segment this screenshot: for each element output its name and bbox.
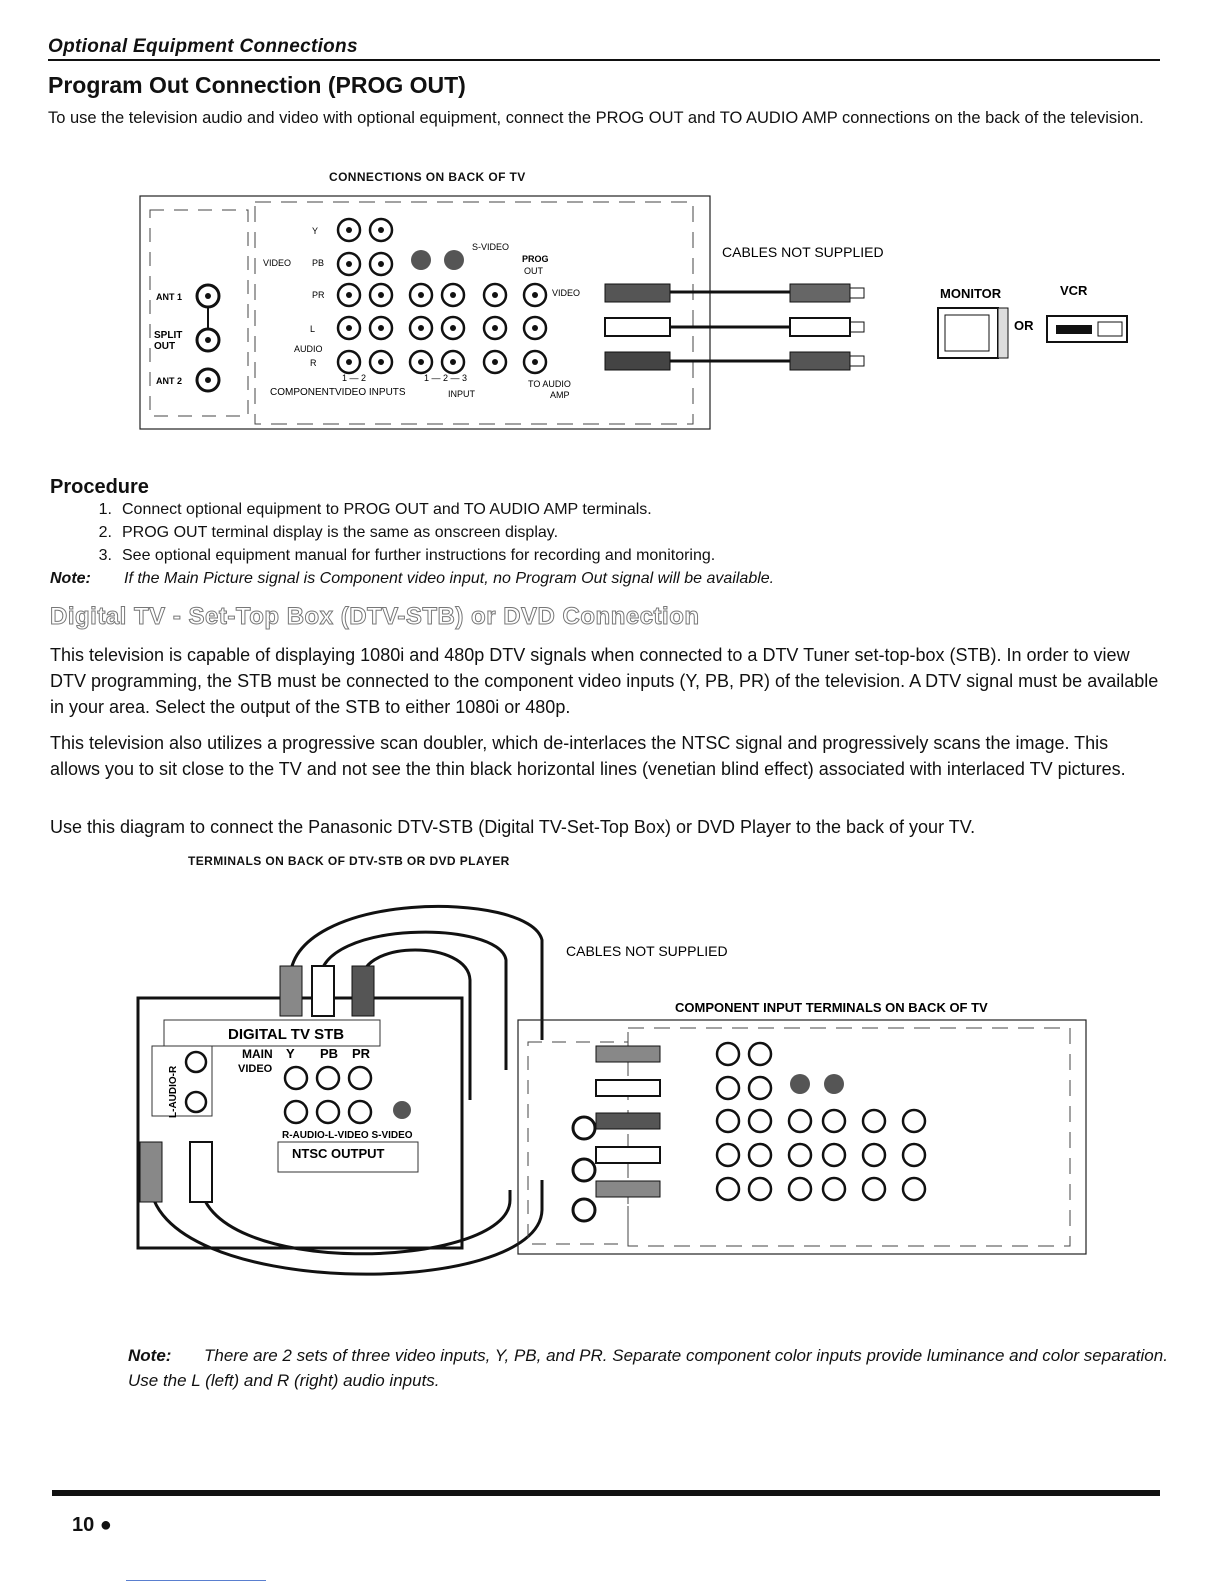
svg-text:PR: PR [352, 1046, 371, 1061]
tv-back-connections-diagram: ANT 1 SPLIT OUT ANT 2 Y VIDEO PB PR L AU… [139, 195, 1128, 430]
svg-text:VIDEO: VIDEO [263, 258, 291, 268]
monitor-label: MONITOR [940, 286, 1002, 301]
svg-text:OUT: OUT [524, 266, 544, 276]
stb-cables [148, 905, 544, 1276]
procedure-note: Note:If the Main Picture signal is Compo… [50, 570, 775, 587]
component-note: Note:There are 2 sets of three video inp… [128, 1346, 1168, 1390]
svg-text:AUDIO: AUDIO [294, 344, 323, 354]
svg-text:PROG: PROG [522, 254, 549, 264]
dtv-para-3: Use this diagram to connect the Panasoni… [50, 817, 976, 837]
procedure-title: Procedure [50, 476, 149, 498]
prog-out-title: Program Out Connection (PROG OUT) [48, 72, 466, 98]
svg-text:OR: OR [1014, 318, 1034, 333]
cables-not-supplied-1: CABLES NOT SUPPLIED [722, 244, 884, 260]
page-number: 10 ● [72, 1514, 112, 1536]
tv-input-plugs [595, 1045, 661, 1198]
svg-text:Y: Y [286, 1046, 295, 1061]
vcr-icon [1046, 315, 1128, 343]
svg-text:MAIN: MAIN [242, 1047, 273, 1061]
svg-text:Y: Y [312, 226, 318, 236]
ant1-label: ANT 1 [156, 292, 182, 302]
svg-text:VIDEO: VIDEO [552, 288, 580, 298]
rca-cables [604, 283, 865, 371]
svg-text:TO AUDIO: TO AUDIO [528, 379, 571, 389]
component-caption: COMPONENT INPUT TERMINALS ON BACK OF TV [675, 1000, 988, 1015]
svg-text:PB: PB [312, 258, 324, 268]
svg-text:1 — 2 — 3: 1 — 2 — 3 [424, 373, 467, 383]
svg-text:COMPONENTVIDEO INPUTS: COMPONENTVIDEO INPUTS [270, 387, 406, 398]
stb-title: DIGITAL TV STB [228, 1026, 344, 1043]
list-item: 2.PROG OUT terminal display is the same … [98, 524, 559, 541]
svg-text:SPLIT: SPLIT [154, 330, 182, 341]
list-item: 3.See optional equipment manual for furt… [98, 547, 716, 564]
vcr-label: VCR [1060, 283, 1088, 298]
svg-text:AMP: AMP [550, 390, 570, 400]
monitor-icon [937, 307, 1009, 359]
footer-link-line [126, 1580, 266, 1581]
stb-connection-diagram: DIGITAL TV STB L-AUDIO-R MAIN VIDEO Y PB… [136, 905, 1087, 1276]
svg-text:L-AUDIO-R: L-AUDIO-R [168, 1065, 179, 1118]
procedure-steps: 1.Connect optional equipment to PROG OUT… [50, 498, 716, 567]
svg-text:S-VIDEO: S-VIDEO [472, 242, 509, 252]
cables-not-supplied-2: CABLES NOT SUPPLIED [566, 943, 728, 959]
svg-text:ANT 2: ANT 2 [156, 376, 182, 386]
ant2-jack [195, 367, 221, 393]
svg-text:R-AUDIO-L-VIDEO S-VIDEO: R-AUDIO-L-VIDEO S-VIDEO [282, 1130, 413, 1141]
svg-text:R: R [310, 358, 317, 368]
dtv-para-2: This television also utilizes a progress… [50, 733, 1126, 779]
footer-rule [52, 1490, 1160, 1496]
svg-text:VIDEO: VIDEO [238, 1063, 273, 1075]
svg-text:INPUT: INPUT [448, 389, 476, 399]
diagram2-caption: TERMINALS ON BACK OF DTV-STB OR DVD PLAY… [188, 854, 510, 868]
ant1-jack [195, 283, 221, 309]
svg-text:NTSC OUTPUT: NTSC OUTPUT [292, 1146, 385, 1161]
section-header: Optional Equipment Connections [48, 36, 1160, 61]
svg-text:PR: PR [312, 290, 325, 300]
svg-text:1 — 2: 1 — 2 [342, 373, 366, 383]
dtv-para-1: This television is capable of displaying… [50, 645, 1159, 717]
component-jacks [336, 217, 548, 375]
svg-text:OUT: OUT [154, 341, 175, 352]
list-item: 1.Connect optional equipment to PROG OUT… [98, 501, 652, 518]
split-out-jack [195, 327, 221, 353]
svg-text:L: L [310, 324, 315, 334]
svg-text:PB: PB [320, 1046, 338, 1061]
dtv-title: Digital TV - Set-Top Box (DTV-STB) or DV… [50, 603, 700, 631]
prog-out-intro: To use the television audio and video wi… [48, 109, 1144, 127]
diagram1-caption: CONNECTIONS ON BACK OF TV [329, 170, 526, 184]
rca-plugs [139, 965, 375, 1203]
